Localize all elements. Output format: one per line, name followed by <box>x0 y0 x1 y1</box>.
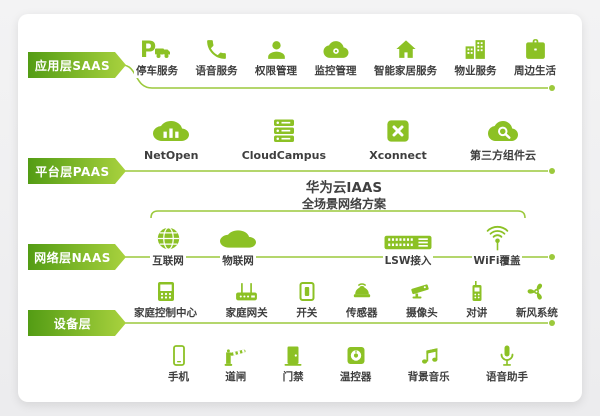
item-label: 道闸 <box>223 371 249 385</box>
item-label: Xconnect <box>367 149 429 163</box>
item-label: LSW接入 <box>382 255 434 269</box>
mobile-phone-icon <box>167 340 191 368</box>
third-party-cloud-item: 第三方组件云 <box>468 112 538 163</box>
iot-item: 物联网 <box>205 220 271 269</box>
thermostat-icon <box>344 340 368 368</box>
voice-service-icon <box>204 34 229 62</box>
wifi-antenna-icon <box>484 220 511 252</box>
sensor-item: 传感器 <box>343 276 380 321</box>
home-control-item: 家庭控制中心 <box>132 276 199 321</box>
microphone-icon <box>495 340 519 368</box>
item-label: 开关 <box>294 307 320 321</box>
property-service-item: 物业服务 <box>452 34 499 79</box>
layer-ribbon-saas: 应用层SAAS <box>28 52 126 78</box>
home-gateway-icon <box>234 276 259 304</box>
item-label: 停车服务 <box>134 65 180 79</box>
wall-switch-icon <box>295 276 319 304</box>
item-label: 对讲 <box>464 307 490 321</box>
item-label: 摄像头 <box>404 307 440 321</box>
parking-service-item: P 停车服务 <box>134 34 180 79</box>
device-row-bottom: 手机 道闸 <box>166 340 530 385</box>
item-label: 背景音乐 <box>405 371 452 385</box>
xconnect-icon <box>383 112 413 146</box>
barrier-item: 道闸 <box>223 340 249 385</box>
item-label: 语音服务 <box>193 65 240 79</box>
lsw-switch-icon <box>384 220 432 252</box>
voice-assistant-item: 语音助手 <box>483 340 530 385</box>
diagram-card: 应用层SAAS 平台层PAAS 网络层NAAS 设备层 P 停车服务 <box>18 14 582 402</box>
svg-text:P: P <box>140 38 156 62</box>
internet-item: 互联网 <box>135 220 201 269</box>
music-item: 背景音乐 <box>405 340 452 385</box>
layer-ribbon-paas: 平台层PAAS <box>28 158 126 184</box>
property-building-icon <box>463 34 488 62</box>
door-access-icon <box>281 340 305 368</box>
music-note-icon <box>417 340 441 368</box>
item-label: 第三方组件云 <box>468 149 538 163</box>
item-label: 新风系统 <box>513 307 560 321</box>
netopen-cloud-icon <box>153 112 190 146</box>
netopen-item: NetOpen <box>142 112 201 163</box>
item-label: WiFi覆盖 <box>471 255 523 269</box>
door-access-item: 门禁 <box>280 340 306 385</box>
layer-ribbon-naas: 网络层NAAS <box>28 244 126 270</box>
permission-mgmt-item: 权限管理 <box>253 34 299 79</box>
iot-cloud-icon <box>220 220 256 252</box>
sensor-icon <box>350 276 374 304</box>
local-life-icon <box>523 34 548 62</box>
paas-row: NetOpen CloudCampus <box>142 112 538 163</box>
item-label: 智能家居服务 <box>372 65 439 79</box>
camera-icon <box>410 276 434 304</box>
saas-row: P 停车服务 语音服务 <box>134 34 558 79</box>
third-party-cloud-icon <box>486 112 520 146</box>
parking-icon: P <box>140 34 174 62</box>
layer-ribbon-device: 设备层 <box>28 310 126 336</box>
huawei-cloud-iaas-label: 华为云IAAS <box>305 180 383 196</box>
barrier-gate-icon <box>223 340 248 368</box>
monitoring-item: 监控管理 <box>312 34 359 79</box>
item-label: 周边生活 <box>512 65 558 79</box>
fresh-air-fan-icon <box>524 276 549 304</box>
item-label: NetOpen <box>142 149 201 163</box>
thermostat-item: 温控器 <box>337 340 374 385</box>
item-label: 物联网 <box>220 255 256 269</box>
permission-icon <box>264 34 289 62</box>
item-label: 手机 <box>166 371 191 385</box>
item-label: 温控器 <box>337 371 374 385</box>
monitoring-cloud-icon <box>321 34 351 62</box>
switch-item: 开关 <box>294 276 320 321</box>
cloudcampus-item: CloudCampus <box>239 112 329 163</box>
full-scenario-solution-label: 全场景网络方案 <box>301 197 386 211</box>
item-label: 语音助手 <box>483 371 530 385</box>
item-label: 传感器 <box>343 307 380 321</box>
item-label: 监控管理 <box>312 65 359 79</box>
item-label: 互联网 <box>150 255 186 269</box>
local-life-item: 周边生活 <box>512 34 558 79</box>
fresh-air-item: 新风系统 <box>513 276 560 321</box>
internet-globe-icon <box>155 220 182 252</box>
item-label: 物业服务 <box>452 65 499 79</box>
item-label: 门禁 <box>280 371 306 385</box>
voice-service-item: 语音服务 <box>193 34 240 79</box>
xconnect-item: Xconnect <box>367 112 429 163</box>
lsw-access-item: LSW接入 <box>364 220 452 269</box>
home-gateway-item: 家庭网关 <box>223 276 270 321</box>
item-label: CloudCampus <box>239 149 329 163</box>
wifi-coverage-item: WiFi覆盖 <box>464 220 530 269</box>
phone-item: 手机 <box>166 340 191 385</box>
device-row-top: 家庭控制中心 家庭网关 开关 <box>132 276 560 321</box>
camera-item: 摄像头 <box>404 276 440 321</box>
intercom-icon <box>465 276 489 304</box>
item-label: 家庭控制中心 <box>132 307 199 321</box>
intercom-item: 对讲 <box>464 276 490 321</box>
item-label: 权限管理 <box>253 65 299 79</box>
home-control-icon <box>154 276 178 304</box>
cloudcampus-server-icon <box>269 112 299 146</box>
smart-home-item: 智能家居服务 <box>372 34 439 79</box>
item-label: 家庭网关 <box>223 307 270 321</box>
smart-home-icon <box>393 34 419 62</box>
